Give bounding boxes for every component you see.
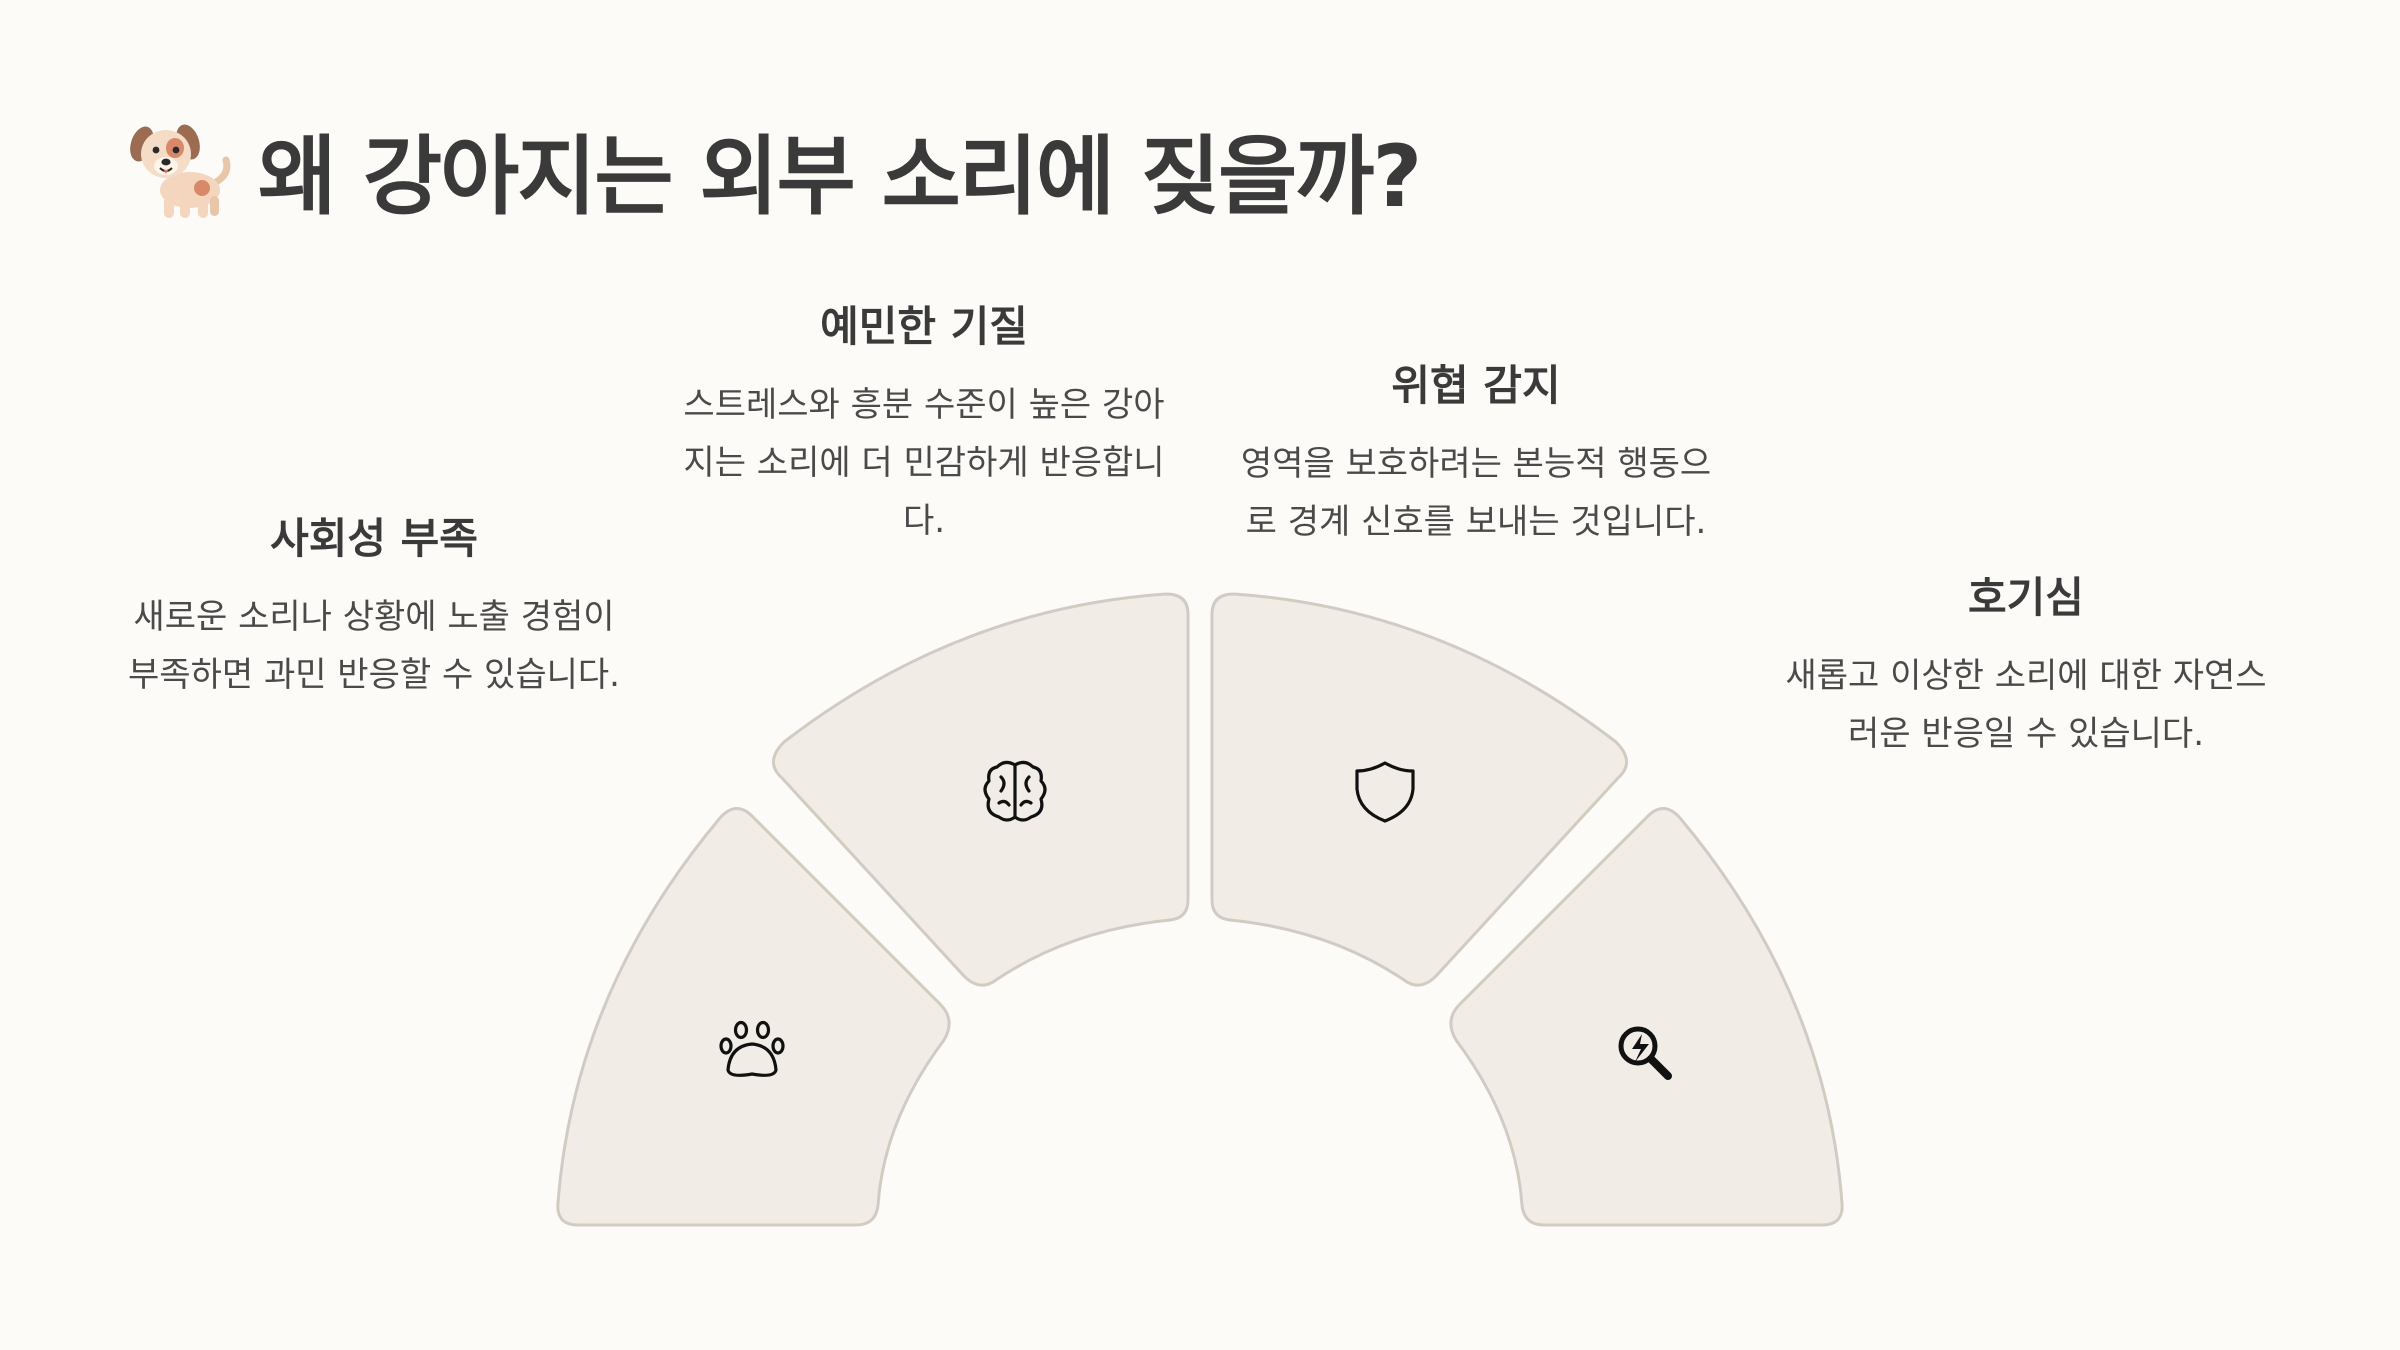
label-title: 사회성 부족 (270, 514, 478, 563)
label-description: 새롭고 이상한 소리에 대한 자연스러운 반응일 수 있습니다. (1785, 656, 2267, 754)
brain-icon (983, 760, 1047, 822)
label-title: 위협 감지 (1391, 361, 1561, 410)
page-title-row: 왜 강아지는 외부 소리에 짖을까? (128, 112, 1422, 227)
segment-social (556, 807, 951, 1227)
segment-curiosity (1449, 807, 1844, 1227)
page-title: 왜 강아지는 외부 소리에 짖을까? (258, 126, 1422, 227)
label-title: 호기심 (1968, 573, 2084, 622)
segment-threat (1210, 592, 1628, 987)
label-sensitive: 예민한 기질 스트레스와 흥분 수준이 높은 강아지는 소리에 더 민감하게 반… (674, 293, 1174, 550)
label-description: 스트레스와 흥분 수준이 높은 강아지는 소리에 더 민감하게 반응합니다. (683, 385, 1165, 541)
shield-icon (1355, 761, 1415, 823)
segment-sensitive (772, 592, 1190, 987)
label-threat: 위협 감지 영역을 보호하려는 본능적 행동으로 경계 신호를 보내는 것입니다… (1226, 352, 1726, 551)
dog-icon (130, 124, 231, 218)
label-title: 예민한 기질 (820, 302, 1028, 351)
label-description: 영역을 보호하려는 본능적 행동으로 경계 신호를 보내는 것입니다. (1240, 444, 1712, 542)
label-curiosity: 호기심 새롭고 이상한 소리에 대한 자연스러운 반응일 수 있습니다. (1776, 564, 2276, 763)
label-social: 사회성 부족 새로운 소리나 상황에 노출 경험이 부족하면 과민 반응할 수 … (124, 505, 624, 704)
curiosity-search-icon (1618, 1026, 1672, 1080)
label-description: 새로운 소리나 상황에 노출 경험이 부족하면 과민 반응할 수 있습니다. (128, 597, 620, 695)
paw-icon (719, 1020, 785, 1077)
